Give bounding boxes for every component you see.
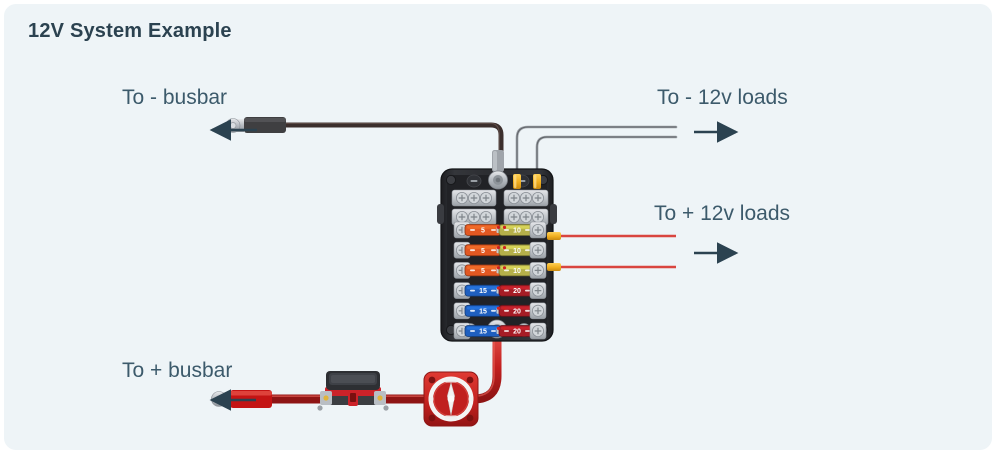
led-indicator (502, 306, 507, 310)
fuse-left-3[interactable]: 5 (462, 264, 504, 277)
led-indicator (502, 266, 507, 270)
fuse-screw-right-2[interactable] (529, 241, 547, 259)
fuse-screw-right-4[interactable] (529, 282, 547, 299)
fuse-right-6[interactable]: 20 (496, 325, 538, 337)
led-indicator (496, 266, 501, 270)
terminal-strips[interactable] (451, 189, 549, 226)
fuse-rating: 15 (479, 308, 487, 315)
led-indicator (502, 225, 507, 229)
led-indicator (502, 326, 507, 330)
spade-terminals-side[interactable] (547, 232, 561, 271)
fuse-rating: 15 (479, 329, 487, 336)
fuse-rating: 20 (513, 288, 521, 295)
fuse-rating: 5 (481, 228, 485, 235)
fuse-block[interactable]: 5 5 5 15 15 15 10 10 10 20 20 20 (437, 150, 561, 342)
fuse-rating: 10 (513, 268, 521, 275)
wire-positive-loads (557, 234, 676, 269)
page-title: 12V System Example (28, 20, 232, 42)
fuse-rating: 20 (513, 308, 521, 315)
fuse-rating: 20 (513, 329, 521, 336)
fuse-rating: 5 (481, 248, 485, 255)
led-indicator (496, 246, 501, 250)
led-indicator (496, 326, 501, 330)
fuse-left-2[interactable]: 5 (462, 244, 504, 257)
led-indicator (496, 225, 501, 229)
wire-negative-loads (515, 125, 678, 184)
fuse-screw-right-6[interactable] (529, 322, 547, 340)
label-negative-loads: To - 12v loads (657, 86, 788, 109)
wiring-layer: 5 5 5 15 15 15 10 10 10 20 20 20 (209, 117, 739, 427)
wire-negative-main (225, 117, 504, 167)
battery-disconnect-switch[interactable] (423, 371, 479, 427)
fuse-screw-right-1[interactable] (529, 221, 547, 239)
fuse-right-3[interactable]: 10 (496, 264, 538, 277)
spade-terminals-top[interactable] (513, 174, 541, 189)
led-indicator (496, 306, 501, 310)
fuse-rating: 15 (479, 288, 487, 295)
fuse-right-5[interactable]: 20 (496, 304, 538, 317)
led-indicator (496, 286, 501, 290)
led-indicator (502, 286, 507, 290)
inline-fuse-holder[interactable] (317, 371, 389, 411)
fuse-rating: 5 (481, 268, 485, 275)
negative-stud[interactable] (488, 150, 508, 190)
fuse-rating: 10 (513, 248, 521, 255)
label-negative-busbar: To - busbar (122, 86, 228, 109)
led-indicator (502, 246, 507, 250)
fuse-rating: 10 (513, 228, 521, 235)
label-positive-loads: To + 12v loads (654, 202, 791, 225)
fuse-screw-right-5[interactable] (529, 302, 547, 320)
label-positive-busbar: To + busbar (122, 359, 233, 382)
fuse-screw-right-3[interactable] (529, 262, 547, 279)
